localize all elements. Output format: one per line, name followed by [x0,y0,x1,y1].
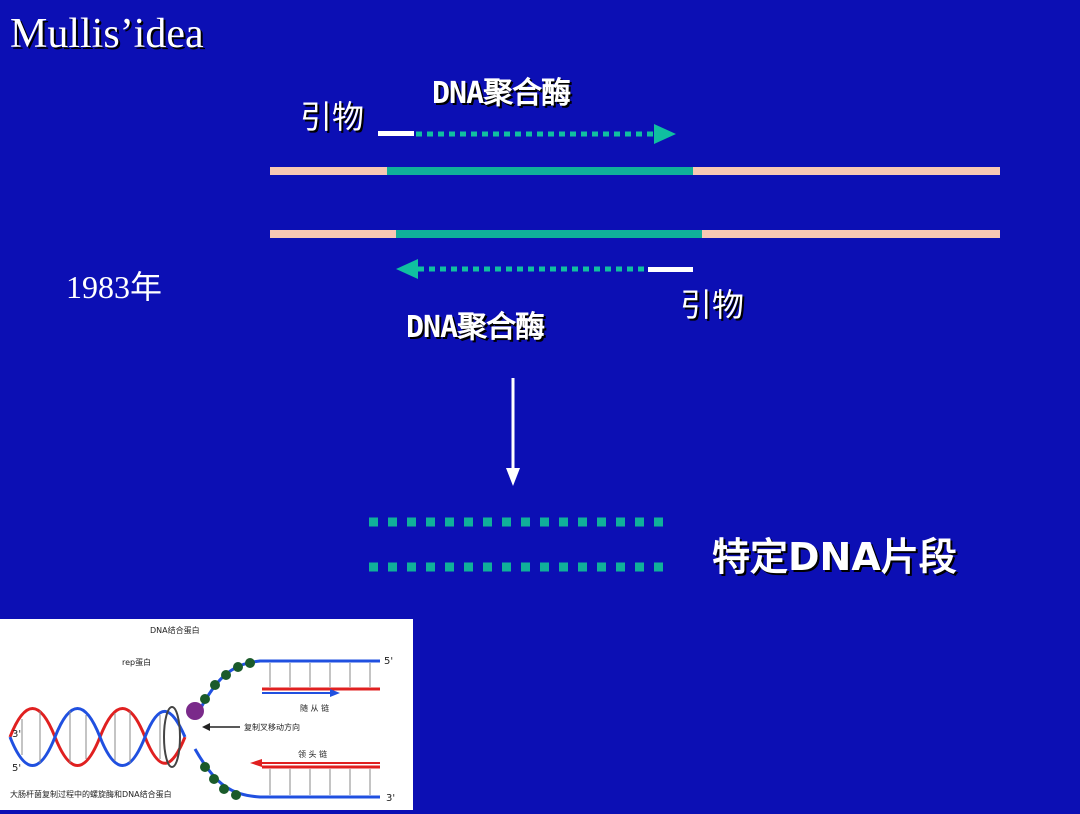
inset-label-direction: 复制叉移动方向 [244,722,300,732]
extension-arrow-top [654,124,676,144]
primer-bottom [648,267,693,272]
target-region-top [387,167,693,175]
binding-proteins [200,658,255,800]
inset-label-5prime-top: 5' [384,656,393,667]
year-label: 1983年 [66,269,163,305]
inset-label-3prime-bottom: 3' [386,793,395,804]
primer-top [378,131,414,136]
primer-label-top: 引物 [300,98,365,136]
inset-label-lagging: 随 从 链 [300,703,329,713]
product-label: 特定DNA片段 [712,535,957,579]
slide-title: Mullis’idea [10,11,204,57]
dna-strand-top [270,167,1000,175]
rotation-arrow-icon [163,706,181,768]
inset-label-leading: 领 头 链 [298,749,327,759]
replication-fork-figure: DNA结合蛋白 rep蛋白 5' 随 从 链 复制叉移动方向 领 头 链 3' … [0,619,413,810]
inset-label-rep: rep蛋白 [122,657,151,667]
target-region-bottom [396,230,702,238]
extension-arrow-bottom [396,259,418,279]
inset-label-3prime-left: 3' [12,729,21,740]
dna-strand-bottom [270,230,1000,238]
rep-protein-icon [186,702,204,720]
primer-label-bottom: 引物 [680,286,745,324]
inset-caption: 大肠杆菌复制过程中的螺旋酶和DNA结合蛋白 [10,789,172,799]
polymerase-label-top: DNA聚合酶 [432,76,571,111]
inset-label-5prime-left: 5' [12,763,21,774]
pcr-diagram [270,124,1000,572]
double-helix [8,707,187,767]
inset-label-binding-protein: DNA结合蛋白 [150,625,200,635]
process-arrow-head [506,468,520,486]
polymerase-label-bottom: DNA聚合酶 [406,310,545,345]
